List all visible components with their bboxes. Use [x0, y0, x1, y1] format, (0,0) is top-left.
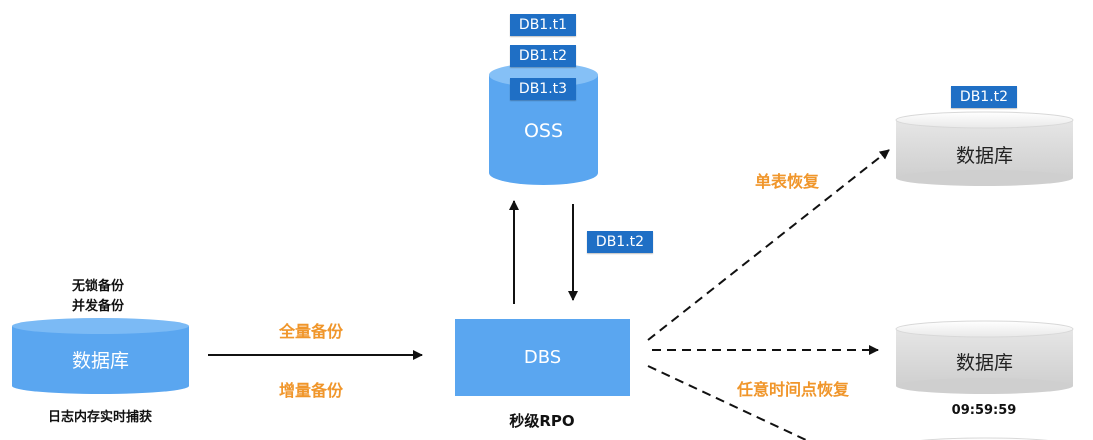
- dbs-caption: 秒级RPO: [509, 412, 575, 430]
- incremental-backup-label: 增量备份: [279, 381, 344, 400]
- oss-label: OSS: [523, 120, 564, 142]
- dbs-box: DBS: [455, 319, 630, 396]
- source-feature-lockfree: 无锁备份: [71, 279, 124, 294]
- oss-table-tag-3: DB1.t3: [510, 78, 576, 100]
- restore-table-tag: DB1.t2: [587, 231, 653, 253]
- oss-table-tag-2: DB1.t2: [510, 45, 576, 67]
- target-database-label-2: 数据库: [955, 352, 1013, 374]
- source-database-label: 数据库: [71, 350, 129, 372]
- source-database-cylinder: [12, 318, 189, 394]
- oss-table-tag-1: DB1.t1: [510, 14, 576, 36]
- point-in-time-restore-label: 任意时间点恢复: [737, 380, 850, 399]
- full-backup-label: 全量备份: [279, 322, 344, 341]
- single-table-restore-label: 单表恢复: [755, 172, 820, 191]
- target-database-label-1: 数据库: [955, 145, 1013, 167]
- arrow-restore-single-table: [647, 149, 890, 341]
- target-table-tag: DB1.t2: [951, 86, 1017, 108]
- source-feature-concurrent: 并发备份: [71, 299, 124, 314]
- dbs-label: DBS: [523, 347, 562, 368]
- target-database-timestamp: 09:59:59: [951, 403, 1017, 418]
- target-database-cylinder-1: [895, 111, 1074, 186]
- target-database-cylinder-2: [895, 320, 1074, 394]
- source-database-caption: 日志内存实时捕获: [47, 410, 152, 425]
